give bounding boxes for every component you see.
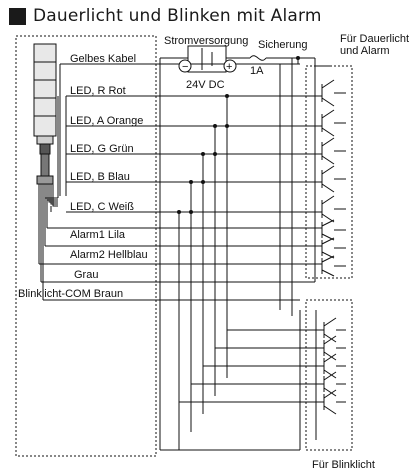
wire-label: Alarm2 Hellblau	[70, 249, 148, 261]
relay-group-bottom: Für Blinklicht	[305, 299, 375, 471]
wire-label: Grau	[74, 269, 98, 281]
power-label: Stromversorgung	[164, 35, 248, 47]
relay	[315, 255, 346, 277]
relay	[315, 79, 346, 107]
diagram-heading: Dauerlicht und Blinken mit Alarm	[9, 4, 322, 28]
wire-label: Alarm1 Lila	[70, 229, 126, 241]
fuse-rating: 1A	[250, 65, 264, 77]
relay	[316, 335, 346, 361]
relay	[315, 137, 346, 165]
relay	[315, 237, 346, 259]
relay	[316, 371, 346, 397]
cable-bundle	[38, 184, 58, 300]
diagram-title: Dauerlicht und Blinken mit Alarm	[33, 6, 322, 26]
fuse-label: Sicherung	[258, 39, 308, 51]
fuse: Sicherung 1A	[249, 39, 315, 77]
heading-square-icon	[9, 7, 26, 25]
relay	[316, 389, 346, 415]
wire-label: LED, B Blau	[70, 171, 130, 183]
relay-group-top: Für Dauerlicht und Alarm	[305, 33, 409, 282]
blink-feeds	[160, 299, 316, 451]
relay-group-top-label: Für Dauerlicht	[340, 33, 409, 45]
wire-label: Gelbes Kabel	[70, 53, 136, 65]
relay	[315, 219, 346, 241]
relay-group-bottom-label: Für Blinklicht	[312, 459, 375, 471]
power-voltage: 24V DC	[186, 79, 225, 91]
wire-label: LED, C Weiß	[70, 201, 134, 213]
relay	[315, 109, 346, 137]
wire-label: Blinklicht-COM Braun	[18, 288, 123, 300]
wire-labels: Gelbes Kabel LED, R Rot LED, A Orange LE…	[18, 53, 148, 300]
power-supply: Stromversorgung − + 24V DC	[159, 35, 250, 450]
wire-label: LED, R Rot	[70, 85, 126, 97]
wire-label: LED, A Orange	[70, 115, 143, 127]
minus-terminal: −	[182, 61, 188, 73]
relay	[315, 165, 346, 193]
relay-group-top-label-line2: und Alarm	[340, 45, 390, 57]
wire-label: LED, G Grün	[70, 143, 134, 155]
relay	[316, 353, 346, 379]
relay	[316, 317, 346, 343]
plus-terminal: +	[226, 61, 232, 73]
relay	[315, 195, 346, 223]
bus-lines	[177, 56, 300, 450]
